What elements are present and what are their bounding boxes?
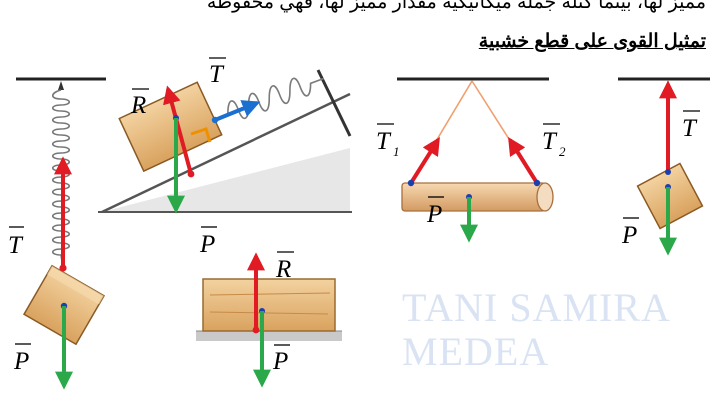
label-P: P — [199, 231, 215, 258]
label-P: P — [13, 348, 29, 375]
label-R: R — [275, 256, 291, 283]
attachment-point — [665, 169, 671, 175]
incline-shade — [102, 148, 350, 212]
watermark-line-2: MEDEA — [402, 329, 550, 374]
tension-arrow-1 — [409, 136, 440, 185]
label-P: P — [621, 222, 637, 249]
wood-grain — [209, 292, 331, 296]
contact-point — [252, 326, 260, 334]
watermark: TANI SAMIRA MEDEA — [402, 286, 671, 374]
watermark-line-1: TANI SAMIRA — [402, 285, 671, 330]
hanging-log — [401, 182, 554, 212]
diagram-incline: R T P — [98, 57, 352, 258]
tension-arrow-2 — [508, 136, 539, 185]
spring-force-arrow — [214, 100, 261, 122]
attachment-point-1 — [407, 179, 415, 187]
label-T1: T — [376, 128, 392, 155]
label-P: P — [426, 201, 442, 228]
diagram-table-block: R P — [196, 251, 342, 388]
table-block — [202, 278, 336, 332]
incline-block — [118, 81, 223, 173]
label-T: T — [682, 115, 698, 142]
diagram-two-strings: T 1 T 2 P — [376, 77, 566, 243]
contact-point — [187, 170, 195, 178]
reaction-arrow — [163, 85, 193, 175]
section-heading: تمثيل القوى على قطع خشبية — [478, 31, 706, 52]
label-T2-subscript: 2 — [559, 144, 566, 159]
label-T: T — [8, 232, 24, 259]
label-T1-subscript: 1 — [393, 144, 400, 159]
label-R: R — [130, 92, 146, 119]
spring-hook — [58, 81, 64, 90]
incline-surface — [101, 92, 351, 214]
label-T: T — [209, 61, 225, 88]
paragraph-line: مميز لها، بينما كتله جمله ميكانيكيه مقدا… — [206, 0, 706, 13]
label-T2: T — [542, 128, 558, 155]
attachment-point-2 — [533, 179, 541, 187]
spring-attachment-point — [211, 116, 219, 124]
spring-wall — [316, 69, 352, 137]
incline-spring — [227, 77, 325, 120]
wood-grain — [209, 311, 329, 315]
diagram-single-string: T P — [618, 77, 710, 256]
right-angle-mark — [190, 127, 212, 143]
diagram-hanging-spring: T P — [8, 77, 106, 390]
vertical-spring — [51, 89, 71, 269]
table-surface — [196, 331, 342, 341]
attachment-point — [59, 264, 67, 272]
label-P: P — [272, 348, 288, 375]
